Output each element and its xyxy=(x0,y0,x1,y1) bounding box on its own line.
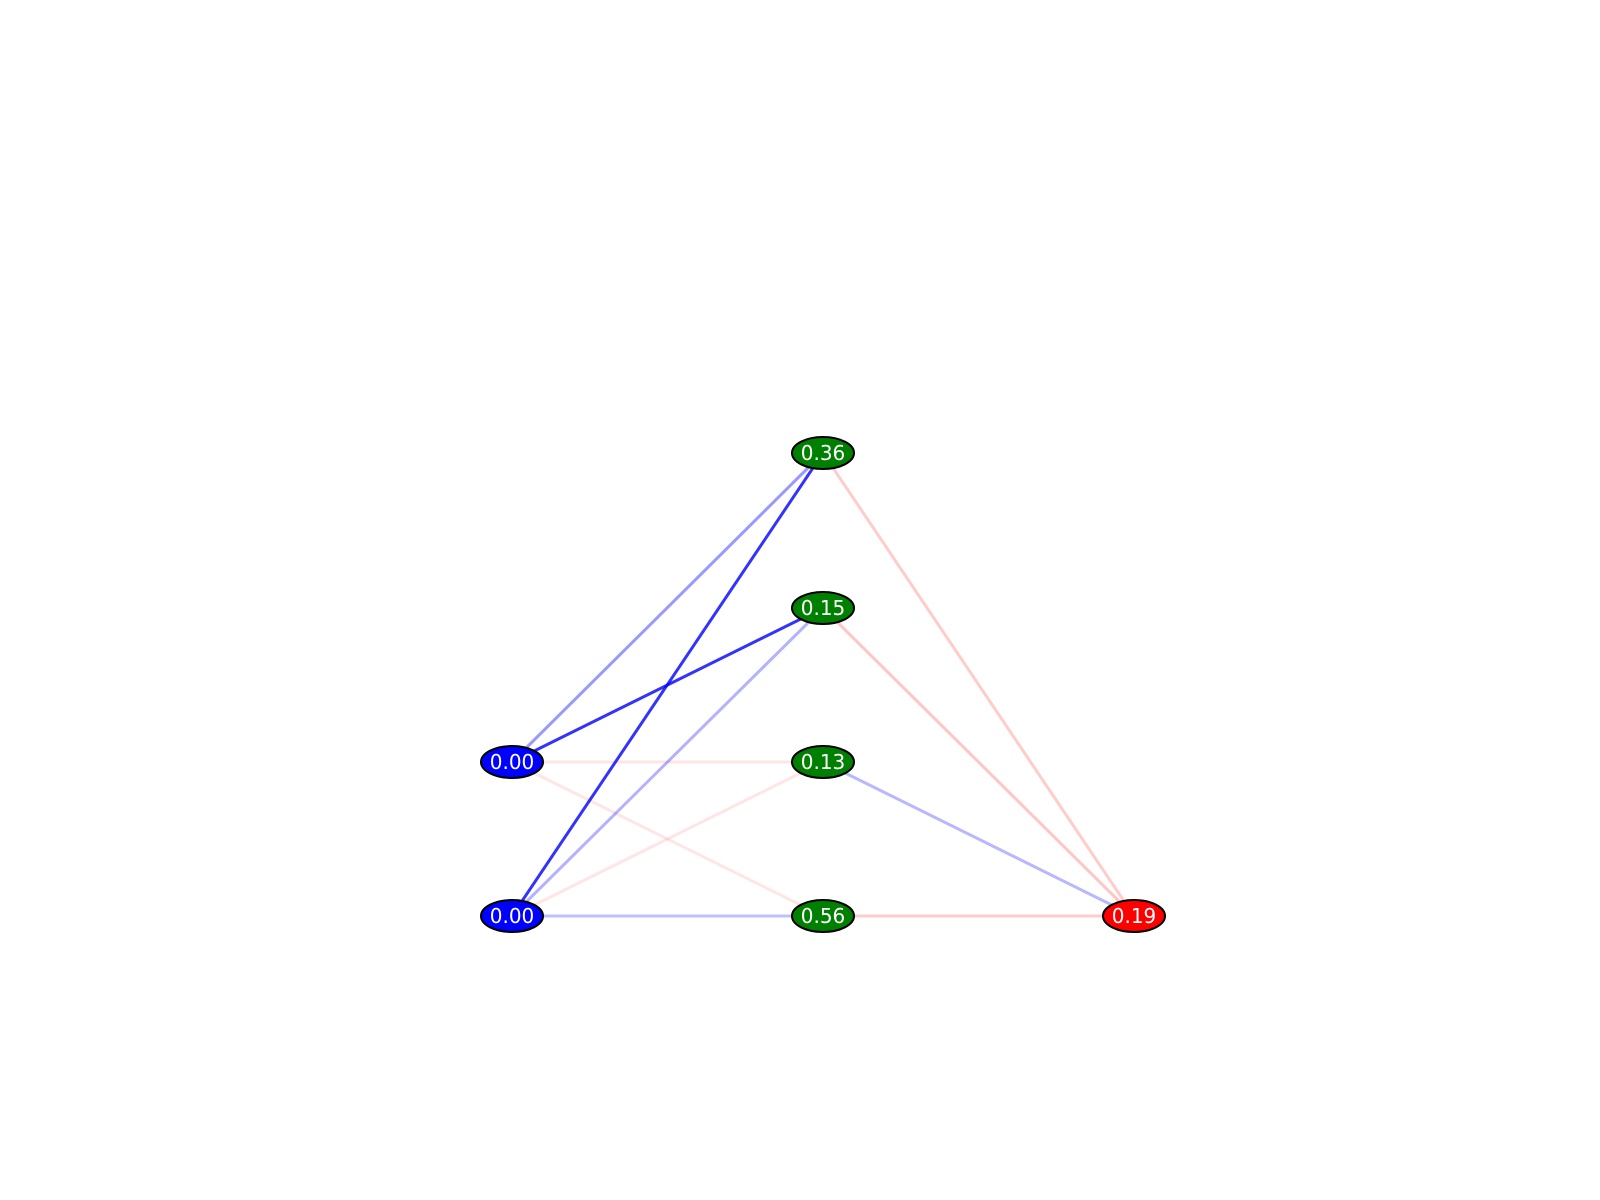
node-shape-in2 xyxy=(480,899,544,933)
node-h2: 0.15 xyxy=(791,591,855,625)
node-shape-out1 xyxy=(1102,899,1166,933)
edge-in1-h4 xyxy=(511,760,824,918)
node-value-in2: 0.00 xyxy=(490,904,535,928)
node-value-h3: 0.13 xyxy=(801,750,846,774)
node-value-h1: 0.36 xyxy=(801,441,846,465)
node-h1: 0.36 xyxy=(791,436,855,470)
node-shape-h3 xyxy=(791,745,855,779)
node-value-h2: 0.15 xyxy=(801,596,846,620)
node-value-h4: 0.56 xyxy=(801,904,846,928)
node-h4: 0.56 xyxy=(791,899,855,933)
node-shape-h2 xyxy=(791,591,855,625)
edge-in2-h1 xyxy=(510,452,825,917)
edge-h2-out1 xyxy=(821,606,1136,918)
edge-layer xyxy=(510,451,1136,918)
edge-in2-h2 xyxy=(510,606,825,918)
node-value-in1: 0.00 xyxy=(490,750,535,774)
node-value-out1: 0.19 xyxy=(1112,904,1157,928)
edge-in1-h1 xyxy=(510,451,825,764)
node-layer: 0.00 0.00 0.36 0.15 0.13 0.56 0.19 xyxy=(480,436,1166,933)
node-in2: 0.00 xyxy=(480,899,544,933)
node-shape-h1 xyxy=(791,436,855,470)
node-out1: 0.19 xyxy=(1102,899,1166,933)
node-h3: 0.13 xyxy=(791,745,855,779)
node-in1: 0.00 xyxy=(480,745,544,779)
edge-h1-out1 xyxy=(821,452,1136,917)
node-shape-in1 xyxy=(480,745,544,779)
node-shape-h4 xyxy=(791,899,855,933)
edge-in2-h3 xyxy=(511,760,824,918)
edge-h3-out1 xyxy=(822,760,1135,918)
